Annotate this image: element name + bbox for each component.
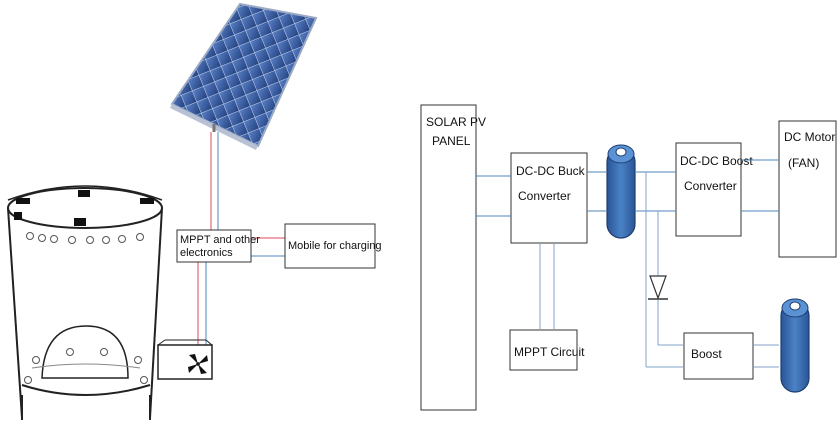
dc-dc-buck-converter-box: DC-DC Buck Converter: [510, 152, 588, 244]
boost-conv-line1: DC-DC Boost: [680, 154, 753, 168]
solar-panel-icon: [170, 2, 318, 150]
mppt-circuit-box: MPPT Circuit: [509, 329, 585, 371]
boost-label: Boost: [691, 347, 722, 361]
buck-line2: Converter: [518, 189, 571, 203]
boost-conv-line2: Converter: [684, 179, 737, 193]
mppt-box-line2: electronics: [180, 247, 233, 259]
mppt-box-line1: MPPT and other: [180, 234, 260, 246]
motor-line1: DC Motor: [784, 130, 835, 144]
dc-dc-boost-converter-box: DC-DC Boost Converter: [675, 142, 753, 237]
mobile-charging-box: Mobile for charging: [284, 223, 382, 269]
boost-box: Boost: [683, 332, 754, 380]
tank-icon: [7, 185, 163, 420]
panel-wires: [197, 132, 285, 345]
battery-icon-secondary: [780, 298, 810, 393]
right-diagram: SOLAR PV PANEL DC-DC Buck Converter DC-D…: [420, 104, 837, 411]
buck-line1: DC-DC Buck: [516, 164, 586, 178]
right-wires: [476, 159, 779, 368]
solar-pv-line1: SOLAR PV: [426, 115, 486, 129]
dc-motor-fan-box: DC Motor (FAN): [778, 120, 837, 258]
mppt-circuit-label: MPPT Circuit: [514, 345, 585, 359]
solar-pv-line2: PANEL: [432, 134, 471, 148]
left-diagram: MPPT and other electronics Mobile for ch…: [7, 2, 382, 420]
mobile-box-label: Mobile for charging: [288, 240, 382, 252]
battery-icon-main: [606, 144, 636, 239]
diode-icon: [648, 275, 668, 300]
solar-pv-panel-box: SOLAR PV PANEL: [420, 104, 486, 411]
fan-box-icon: [157, 339, 213, 380]
mppt-electronics-box: MPPT and other electronics: [176, 229, 260, 263]
motor-line2: (FAN): [788, 156, 819, 170]
